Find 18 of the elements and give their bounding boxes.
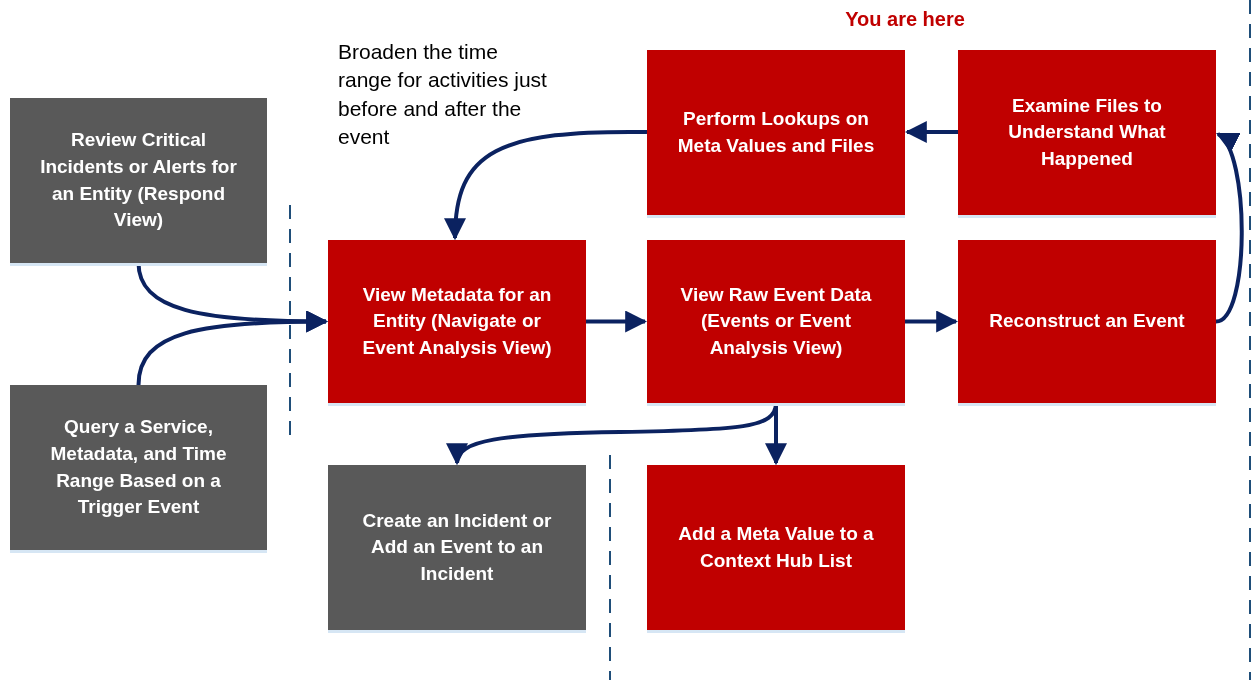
external-step-box: Query a Service, Metadata, and Time Range Based on a Trigger Event xyxy=(10,385,267,550)
process-box: Reconstruct an Event xyxy=(958,240,1216,403)
arrow xyxy=(765,403,787,466)
annotation-text: Broaden the time range for activities just before and after the event xyxy=(338,39,548,151)
arrow xyxy=(1215,132,1244,324)
arrow xyxy=(586,310,648,333)
arrow xyxy=(444,130,647,241)
process-box: Perform Lookups on Meta Values and Files xyxy=(647,50,905,215)
process-box: View Metadata for an Entity (Navigate or Event Analysis View) xyxy=(328,240,586,403)
arrow xyxy=(905,310,959,333)
process-box: View Raw Event Data (Events or Event Analysis View) xyxy=(647,240,905,403)
arrow xyxy=(904,121,958,143)
status-label: You are here xyxy=(844,7,966,32)
process-box: Examine Files to Understand What Happened xyxy=(958,50,1216,215)
external-step-box: Review Critical Incidents or Alerts for an Entity (Respond View) xyxy=(10,98,267,263)
process-box: Add a Meta Value to a Context Hub List xyxy=(647,465,905,630)
external-step-box: Create an Incident or Add an Event to an Incident xyxy=(328,465,586,630)
arrow xyxy=(136,310,329,386)
